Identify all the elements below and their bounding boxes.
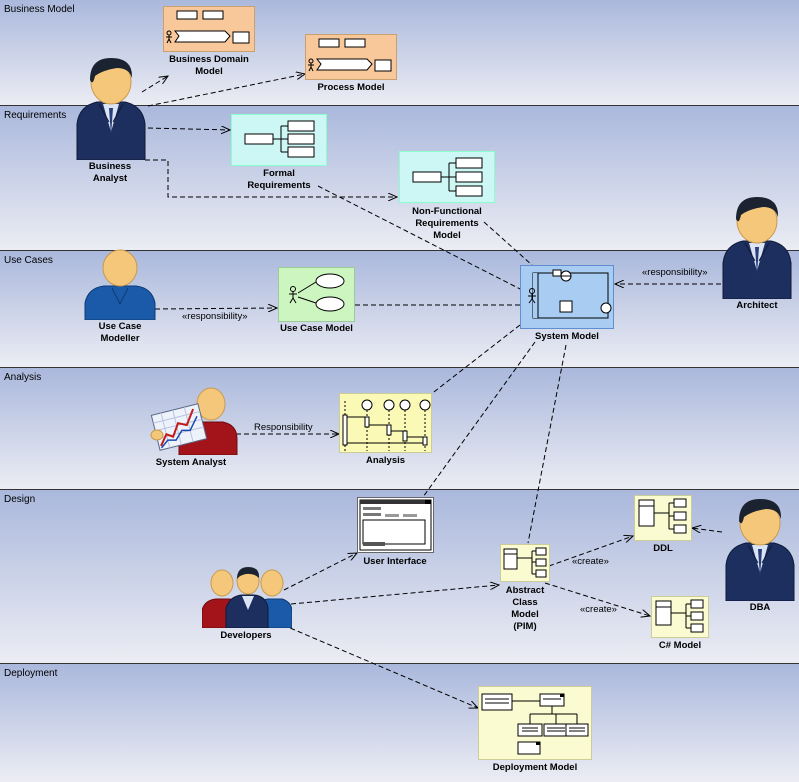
system-model-label: System Model — [535, 331, 599, 342]
connector-dev-pim — [290, 585, 499, 605]
formal-requirements-label: Formal Requirements — [247, 168, 311, 191]
connector-dba-ddl — [692, 528, 723, 532]
connector-nfr-system — [483, 221, 533, 266]
formal-requirements-icon[interactable] — [231, 114, 327, 166]
lane-label: Analysis — [4, 372, 42, 383]
lane-deployment: Deployment — [0, 663, 799, 782]
nonfunctional-requirements-label: Non-Functional Requirements Model — [412, 206, 482, 241]
create-csharp-label: «create» — [580, 604, 617, 615]
connector-ba-nfr — [145, 159, 397, 197]
connector-system-ui — [422, 341, 536, 498]
connector-ba-formal — [147, 128, 230, 130]
connector-system-pim — [527, 344, 567, 544]
connector-ba-bdm — [141, 76, 168, 93]
connector-pim-csharp — [544, 582, 650, 616]
analysis-icon[interactable] — [339, 393, 432, 453]
analyst-responsibility-label: Responsibility — [254, 422, 313, 433]
use-case-model-label: Use Case Model — [280, 323, 353, 334]
abstract-class-model-icon[interactable] — [500, 544, 550, 582]
deployment-model-icon[interactable] — [478, 686, 592, 760]
connector-dev-ui — [283, 553, 357, 591]
lane-label: Design — [4, 494, 36, 505]
process-model-label: Process Model — [317, 82, 385, 93]
dba-figure[interactable] — [722, 493, 798, 601]
lane-label: Use Cases — [4, 255, 53, 266]
create-ddl-label: «create» — [572, 556, 609, 567]
use-case-modeller-label: Use Case Modeller — [98, 321, 142, 344]
developers-label: Developers — [220, 630, 272, 641]
architect-label: Architect — [736, 300, 778, 311]
system-analyst-label: System Analyst — [155, 457, 227, 468]
ddl-label: DDL — [653, 543, 673, 554]
developers-figure[interactable] — [202, 564, 292, 628]
modeller-responsibility-label: «responsibility» — [182, 311, 248, 322]
connector-pim-ddl — [548, 536, 633, 567]
connector-ucm-model — [154, 308, 277, 309]
connector-dev-deploy — [282, 624, 478, 708]
csharp-model-label: C# Model — [658, 640, 702, 651]
system-analyst-figure[interactable] — [149, 387, 239, 455]
dba-label: DBA — [749, 602, 771, 613]
csharp-model-icon[interactable] — [651, 596, 709, 638]
connector-system-analysis — [429, 324, 521, 396]
lane-label: Deployment — [4, 668, 58, 679]
user-interface-icon[interactable] — [357, 497, 434, 553]
business-domain-model-icon[interactable] — [163, 6, 255, 52]
business-domain-model-label: Business Domain Model — [169, 54, 249, 77]
analysis-label: Analysis — [365, 455, 406, 466]
lane-business-model: Business Model — [0, 0, 799, 106]
process-model-icon[interactable] — [305, 34, 397, 80]
business-analyst-figure[interactable] — [73, 52, 149, 160]
lane-label: Business Model — [4, 4, 75, 15]
use-case-model-icon[interactable] — [278, 267, 355, 322]
lane-label: Requirements — [4, 110, 67, 121]
use-case-modeller-figure[interactable] — [82, 248, 158, 320]
connector-formal-system — [317, 185, 523, 291]
connector-ba-process — [147, 74, 305, 107]
business-analyst-label: Business Analyst — [88, 161, 132, 184]
deployment-model-label: Deployment Model — [492, 762, 578, 773]
architect-responsibility-label: «responsibility» — [642, 267, 708, 278]
abstract-class-model-label: Abstract Class Model (PIM) — [505, 585, 545, 632]
system-model-icon[interactable] — [520, 265, 614, 329]
nonfunctional-requirements-icon[interactable] — [399, 151, 495, 203]
ddl-icon[interactable] — [634, 495, 692, 541]
user-interface-label: User Interface — [363, 556, 427, 567]
architect-figure[interactable] — [719, 191, 795, 299]
